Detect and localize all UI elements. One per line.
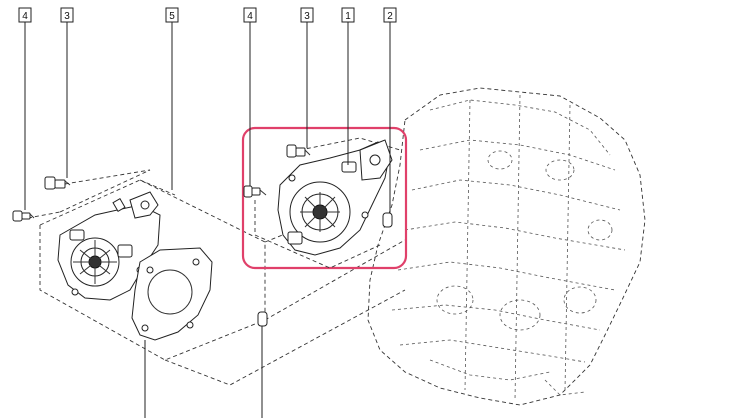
svg-text:2: 2 [387,11,393,22]
water-pump-exploded [57,191,161,301]
callout-label: 1 [341,7,355,23]
callout-label: 3 [60,7,74,23]
svg-text:3: 3 [304,11,310,22]
dowel-pin-part [382,212,393,228]
svg-text:3: 3 [64,11,70,22]
callout-label: 4 [18,7,32,23]
bolt-part [44,176,71,190]
callout-label: 2 [383,7,397,23]
highlighted-assembly-lines [254,137,401,269]
svg-text:4: 4 [22,11,28,22]
bolt-part [286,144,311,158]
leader-lines [24,22,391,418]
engine-block-outline [367,87,646,406]
svg-text:4: 4 [247,11,253,22]
bolt-part [12,210,35,222]
dowel-pin-part [257,311,268,327]
callout-label: 4 [243,7,257,23]
callout-label: 5 [165,7,179,23]
svg-text:1: 1 [345,11,351,22]
callout-label: 3 [300,7,314,23]
bolt-part [243,185,267,198]
gasket-part [131,247,213,341]
svg-text:5: 5 [169,11,175,22]
water-pump-part [277,139,393,256]
highlight-box [241,126,408,270]
